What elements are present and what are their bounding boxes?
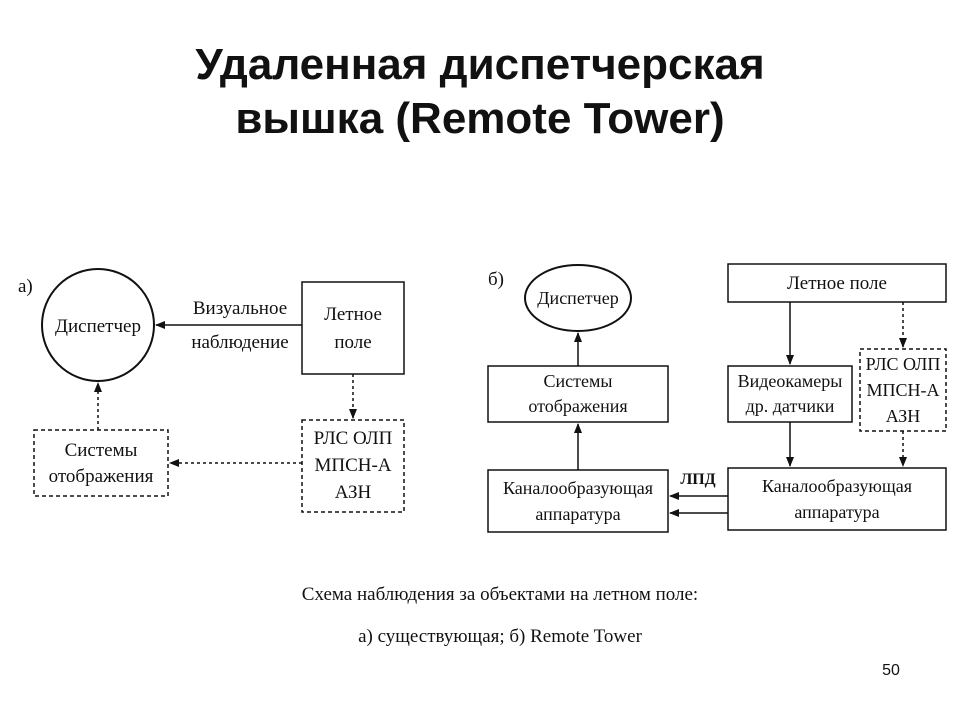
radar-label-a-3: АЗН [335,482,372,503]
visual-observation-label-2: наблюдение [191,332,288,353]
radar-label-a-1: РЛС ОЛП [314,428,393,449]
radar-label-a-2: МПСН-А [314,455,391,476]
cameras-label-b-1: Видеокамеры [738,371,843,391]
cameras-label-b-2: др. датчики [746,396,835,416]
diagram-a: а) Диспетчер Летное поле Визуальное набл… [18,268,405,513]
diagram-a-label: а) [18,276,33,297]
title-line-2: вышка (Remote Tower) [235,94,725,143]
cameras-box-b [727,365,853,423]
display-label-b-1: Системы [544,371,613,391]
radar-label-b-3: АЗН [886,406,921,426]
channel-right-label-1: Каналообразующая [762,476,912,496]
radar-label-b-1: РЛС ОЛП [866,354,941,374]
channel-left-label-1: Каналообразующая [503,478,653,498]
dispatcher-circle-a [41,268,155,382]
airfield-label-b: Летное поле [787,273,887,294]
radar-box-a [301,419,405,513]
caption-line-1: Схема наблюдения за объектами на летном … [301,584,699,605]
airfield-box-a [301,281,405,375]
channel-left-label-2: аппаратура [535,504,620,524]
dispatcher-label-b: Диспетчер [537,288,618,308]
display-label-a-2: отображения [49,466,154,487]
radar-label-b-2: МПСН-А [866,380,939,400]
page-number: 50 [882,662,900,679]
display-box-b [487,365,669,423]
airfield-label-a-1: Летное [324,304,382,325]
caption-line-2: а) существующая; б) Remote Tower [358,626,642,647]
diagram-b-label: б) [488,269,504,290]
dispatcher-ellipse-b [524,264,632,332]
slide-title: Удаленная диспетчерская вышка (Remote To… [60,38,900,146]
data-link-label: ЛПД [680,471,715,488]
visual-observation-label-1: Визуальное [193,298,287,319]
title-line-1: Удаленная диспетчерская [195,40,765,89]
diagram-b: б) Диспетчер Летное поле Системы отображ… [487,263,947,533]
channel-box-right-b [727,467,947,531]
radar-box-b [859,348,947,432]
airfield-box-b [727,263,947,303]
display-label-a-1: Системы [65,440,138,461]
channel-box-left-b [487,469,669,533]
display-box-a [33,429,169,497]
display-label-b-2: отображения [528,396,627,416]
airfield-label-a-2: поле [334,332,371,353]
dispatcher-label-a: Диспетчер [55,316,141,337]
channel-right-label-2: аппаратура [794,502,879,522]
